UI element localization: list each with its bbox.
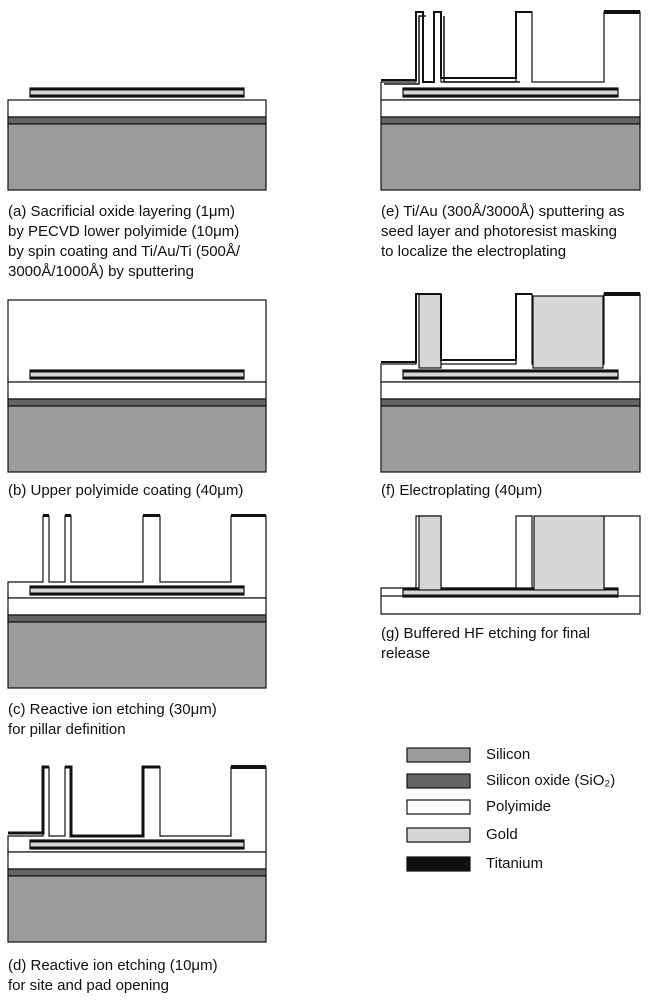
step-b-upper-polyimide — [7, 299, 267, 383]
step-f-gold-pad — [532, 295, 604, 369]
caption-a: (a) Sacrificial oxide layering (1μm) by … — [8, 202, 240, 282]
step-e-seed-pad — [604, 10, 640, 14]
caption-a-line-4: 3000Å/1000Å) by sputtering — [8, 263, 194, 280]
caption-d-line-1: (d) Reactive ion etching (10μm) — [8, 957, 218, 974]
step-e-seed-inner — [384, 15, 426, 85]
caption-d-line-2: for site and pad opening — [8, 977, 169, 994]
legend-label-silicon-oxide: Silicon oxide (SiO₂) — [486, 772, 616, 789]
caption-f: (f) Electroplating (40μm) — [381, 481, 542, 501]
step-c-pillar-cap-3 — [143, 514, 160, 517]
caption-e-line-1: (e) Ti/Au (300Å/3000Å) sputtering as — [381, 203, 625, 220]
step-c-pillar-cap-1 — [43, 514, 49, 517]
step-c-metal-top-titanium — [30, 586, 244, 589]
step-f-metal-bottom-titanium — [403, 376, 618, 379]
caption-a-line-1: (a) Sacrificial oxide layering (1μm) — [8, 203, 236, 220]
caption-c-line-2: for pillar definition — [8, 721, 126, 738]
legend-swatch-titanium — [406, 856, 471, 872]
legend-label-gold: Gold — [486, 826, 518, 843]
caption-f-line-1: (f) Electroplating (40μm) — [381, 482, 543, 499]
step-f-oxide-layer — [380, 398, 641, 407]
caption-e-line-2: seed layer and photoresist masking — [381, 223, 617, 240]
caption-b-line-1: (b) Upper polyimide coating (40μm) — [8, 482, 244, 499]
caption-g-line-1: (g) Buffered HF etching for final — [381, 625, 590, 642]
legend-label-polyimide: Polyimide — [486, 798, 552, 815]
step-f-silicon-substrate — [380, 405, 641, 473]
step-d-etched-polyimide — [7, 766, 267, 853]
caption-c-line-1: (c) Reactive ion etching (30μm) — [8, 701, 217, 718]
step-e-seed-inner-2 — [443, 16, 520, 83]
step-g-gold-pad — [533, 515, 605, 591]
caption-g: (g) Buffered HF etching for final releas… — [381, 624, 590, 664]
step-e-oxide-layer — [380, 116, 641, 125]
step-a-oxide-layer — [7, 116, 267, 125]
step-f-gold-pillar — [418, 293, 442, 369]
step-c-silicon-substrate — [7, 621, 267, 689]
caption-a-line-2: by PECVD lower polyimide (10μm) — [8, 223, 240, 240]
step-a-lower-polyimide — [7, 99, 267, 118]
step-g-metal-bottom-titanium — [403, 594, 618, 597]
step-g-gold-pillar — [418, 515, 442, 591]
caption-d: (d) Reactive ion etching (10μm) for site… — [8, 956, 218, 996]
step-f-seed-left — [381, 293, 441, 363]
step-f-seed-right — [440, 293, 532, 361]
step-b-oxide-layer — [7, 398, 267, 407]
step-d-titanium-pad — [231, 765, 266, 769]
step-d-titanium-mid — [65, 765, 160, 838]
step-e-seed-outer — [381, 11, 532, 83]
step-c-metal-bottom-titanium — [30, 592, 244, 595]
step-b-metal-top-titanium — [30, 370, 244, 373]
step-a-metal-top-titanium — [30, 88, 244, 91]
caption-e: (e) Ti/Au (300Å/3000Å) sputtering as see… — [381, 202, 624, 262]
step-b-silicon-substrate — [7, 405, 267, 473]
step-d-metal-top-titanium — [30, 840, 244, 843]
step-b-metal-bottom-titanium — [30, 376, 244, 379]
step-d-silicon-substrate — [7, 875, 267, 943]
step-d-oxide-layer — [7, 868, 267, 877]
legend-swatch-silicon-oxide — [406, 773, 471, 789]
legend-swatch-polyimide — [406, 799, 471, 815]
step-e-lower-polyimide — [380, 99, 641, 118]
caption-e-line-3: to localize the electroplating — [381, 243, 567, 260]
caption-g-line-2: release — [381, 645, 431, 662]
step-a-silicon-substrate — [7, 123, 267, 191]
legend-swatch-silicon — [406, 747, 471, 763]
step-c-oxide-layer — [7, 614, 267, 623]
caption-a-line-3: by spin coating and Ti/Au/Ti (500Å/ — [8, 243, 241, 260]
legend-label-titanium: Titanium — [486, 855, 543, 872]
step-e-metal-bottom-titanium — [403, 94, 618, 97]
step-c-pillar-cap-2 — [65, 514, 71, 517]
step-f-metal-top-titanium — [403, 370, 618, 373]
step-f-lower-polyimide — [380, 381, 641, 400]
step-a-metal-bottom-titanium — [30, 94, 244, 97]
step-d-lower-polyimide — [7, 851, 267, 870]
legend-label-silicon: Silicon — [486, 746, 531, 763]
caption-c: (c) Reactive ion etching (30μm) for pill… — [8, 700, 217, 740]
step-f-seed-pad — [604, 292, 640, 296]
step-e-silicon-substrate — [380, 123, 641, 191]
step-g-metal-top-titanium — [403, 588, 618, 591]
step-c-lower-polyimide — [7, 597, 267, 616]
step-e-polyimide — [380, 11, 641, 101]
step-c-pad-cap — [231, 514, 266, 517]
caption-b: (b) Upper polyimide coating (40μm) — [8, 481, 243, 501]
legend-swatch-gold — [406, 827, 471, 843]
step-b-lower-polyimide — [7, 381, 267, 400]
step-e-metal-top-titanium — [403, 88, 618, 91]
step-d-titanium-left — [8, 765, 49, 835]
step-d-metal-bottom-titanium — [30, 846, 244, 849]
